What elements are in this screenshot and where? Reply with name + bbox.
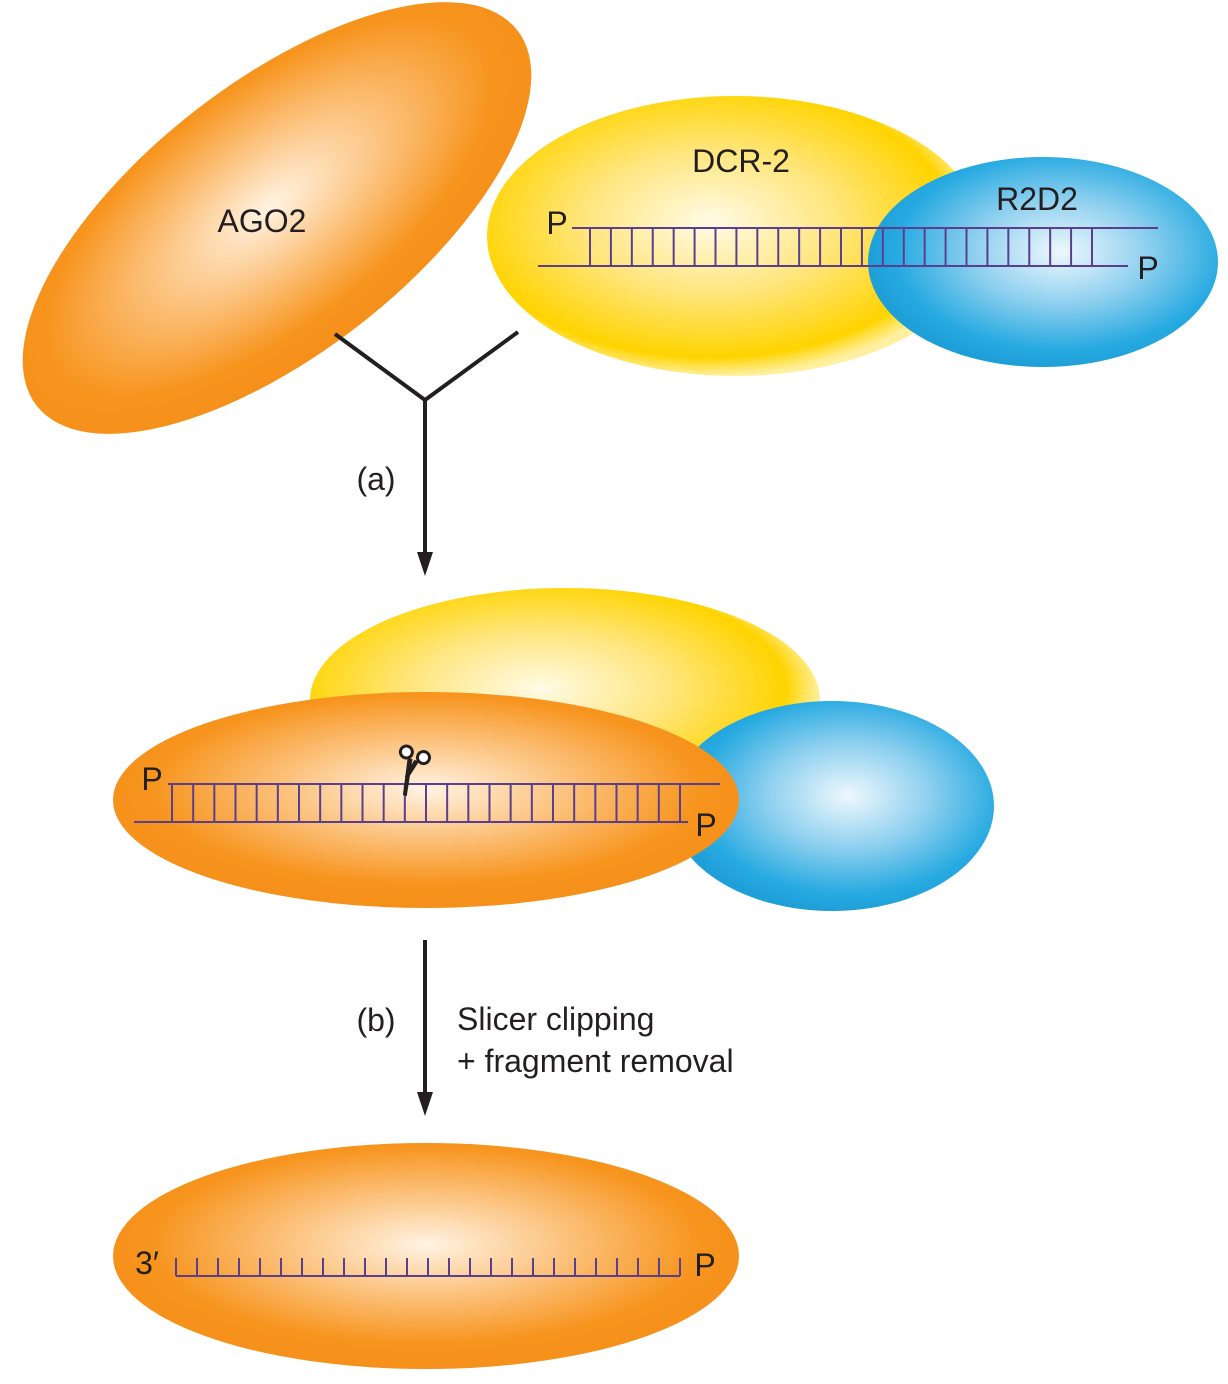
phosphate-5prime-label: P [546, 205, 567, 241]
step-b-description: + fragment removal [457, 1043, 734, 1079]
phosphate-5prime-label: P [1137, 250, 1158, 286]
step-a-arrow [417, 400, 433, 576]
scissors-icon [398, 744, 432, 797]
r2d2-protein [670, 701, 994, 911]
middle-stage: P P [113, 588, 994, 911]
top-stage: AGO2 DCR-2 R2D2 P P [22, 2, 1218, 434]
step-b-description: Slicer clipping [457, 1001, 654, 1037]
dcr2-label: DCR-2 [692, 143, 790, 179]
merge-lines [333, 330, 520, 403]
r2d2-protein [868, 157, 1218, 367]
phosphate-5prime-label: P [695, 807, 716, 843]
ago2-protein [113, 1143, 739, 1369]
step-b-label: (b) [356, 1002, 395, 1038]
phosphate-5prime-label: P [141, 761, 162, 797]
sirna-duplex [538, 227, 1158, 267]
ago2-protein [22, 2, 532, 434]
guide-strand [175, 1258, 681, 1277]
step-b-arrow [417, 940, 433, 1116]
r2d2-label: R2D2 [996, 181, 1078, 217]
three-prime-end-label: 3′ [135, 1245, 159, 1281]
ago2-label: AGO2 [218, 203, 307, 239]
phosphate-5prime-label: P [694, 1247, 715, 1283]
dcr2-protein [487, 96, 983, 376]
bottom-stage: 3′ P [113, 1143, 739, 1369]
step-a-label: (a) [356, 461, 395, 497]
